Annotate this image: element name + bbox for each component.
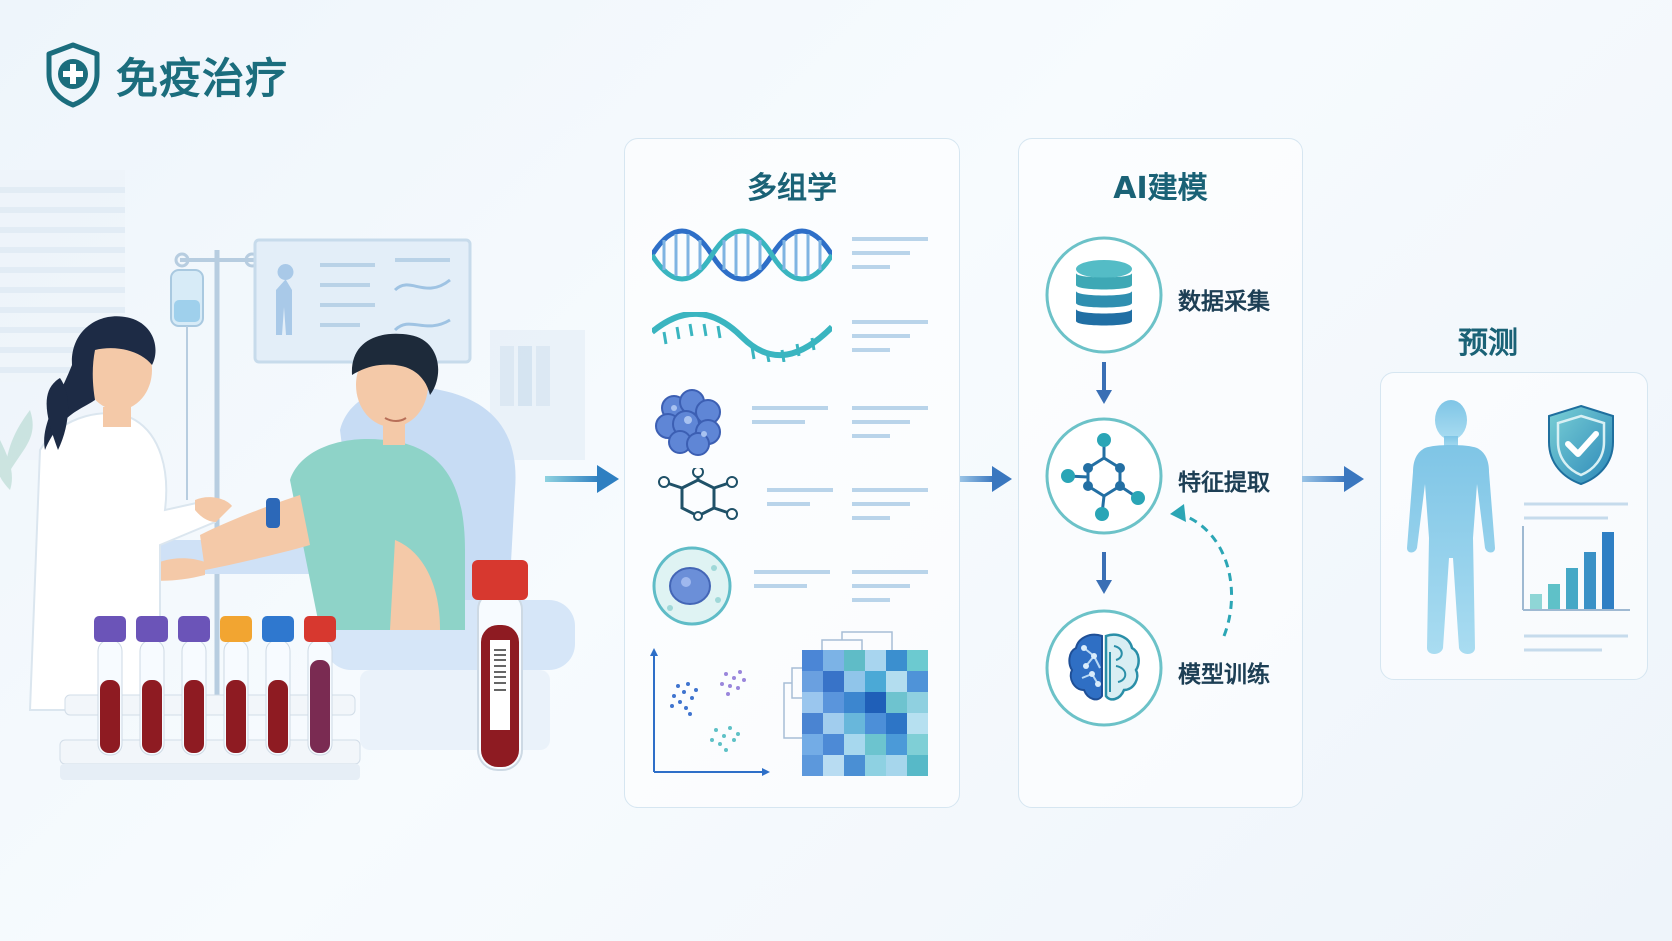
text-placeholder-lines <box>1524 502 1628 520</box>
large-blood-tube <box>472 560 528 771</box>
nurse <box>28 316 232 711</box>
arrow-right-icon <box>545 465 619 493</box>
plant <box>0 410 33 490</box>
dna-helix-icon <box>652 228 832 282</box>
arrow-down-icon <box>1096 552 1112 594</box>
shield-plus-icon <box>46 42 100 108</box>
step-label-feature-extraction: 特征提取 <box>1178 470 1270 496</box>
shield-check-icon <box>1548 404 1614 486</box>
scatter-plot-icon <box>650 648 770 776</box>
text-placeholder-lines <box>754 570 830 588</box>
text-placeholder-lines <box>852 570 928 602</box>
rna-strand-icon <box>652 312 832 362</box>
text-placeholder-lines <box>767 488 833 506</box>
brand-title: 免疫治疗 <box>116 53 289 103</box>
patient <box>145 333 465 630</box>
database-icon <box>1045 236 1163 354</box>
feedback-loop-arrow-icon <box>1170 504 1233 637</box>
arrow-right-icon <box>960 466 1012 492</box>
clinical-scene-illustration <box>0 170 585 780</box>
blood-tubes <box>94 616 336 756</box>
molecule-icon <box>658 468 738 521</box>
text-placeholder-lines <box>752 406 828 424</box>
text-placeholder-lines <box>852 406 928 438</box>
text-placeholder-lines <box>1524 634 1628 652</box>
text-placeholder-lines <box>852 237 928 269</box>
network-icon <box>1045 417 1163 535</box>
text-placeholder-lines <box>852 320 928 352</box>
iv-bag <box>170 269 204 500</box>
brain-icon <box>1045 609 1163 727</box>
ai-panel-title: AI建模 <box>1113 171 1208 206</box>
arrow-down-icon <box>1096 362 1112 404</box>
omics-panel-title: 多组学 <box>747 171 837 206</box>
step-label-data-collection: 数据采集 <box>1178 289 1270 315</box>
prediction-title: 预测 <box>1458 326 1518 361</box>
protein-icon <box>655 389 721 456</box>
cell-icon <box>652 546 732 626</box>
human-body-icon <box>1407 400 1495 654</box>
arrow-right-icon <box>1302 466 1364 492</box>
bar-chart-icon <box>1522 526 1630 611</box>
step-label-model-training: 模型训练 <box>1178 662 1270 688</box>
wall-monitor <box>253 238 472 364</box>
text-placeholder-lines <box>852 488 928 520</box>
brand: 免疫治疗 <box>44 42 288 108</box>
heatmap-icon <box>783 631 928 776</box>
